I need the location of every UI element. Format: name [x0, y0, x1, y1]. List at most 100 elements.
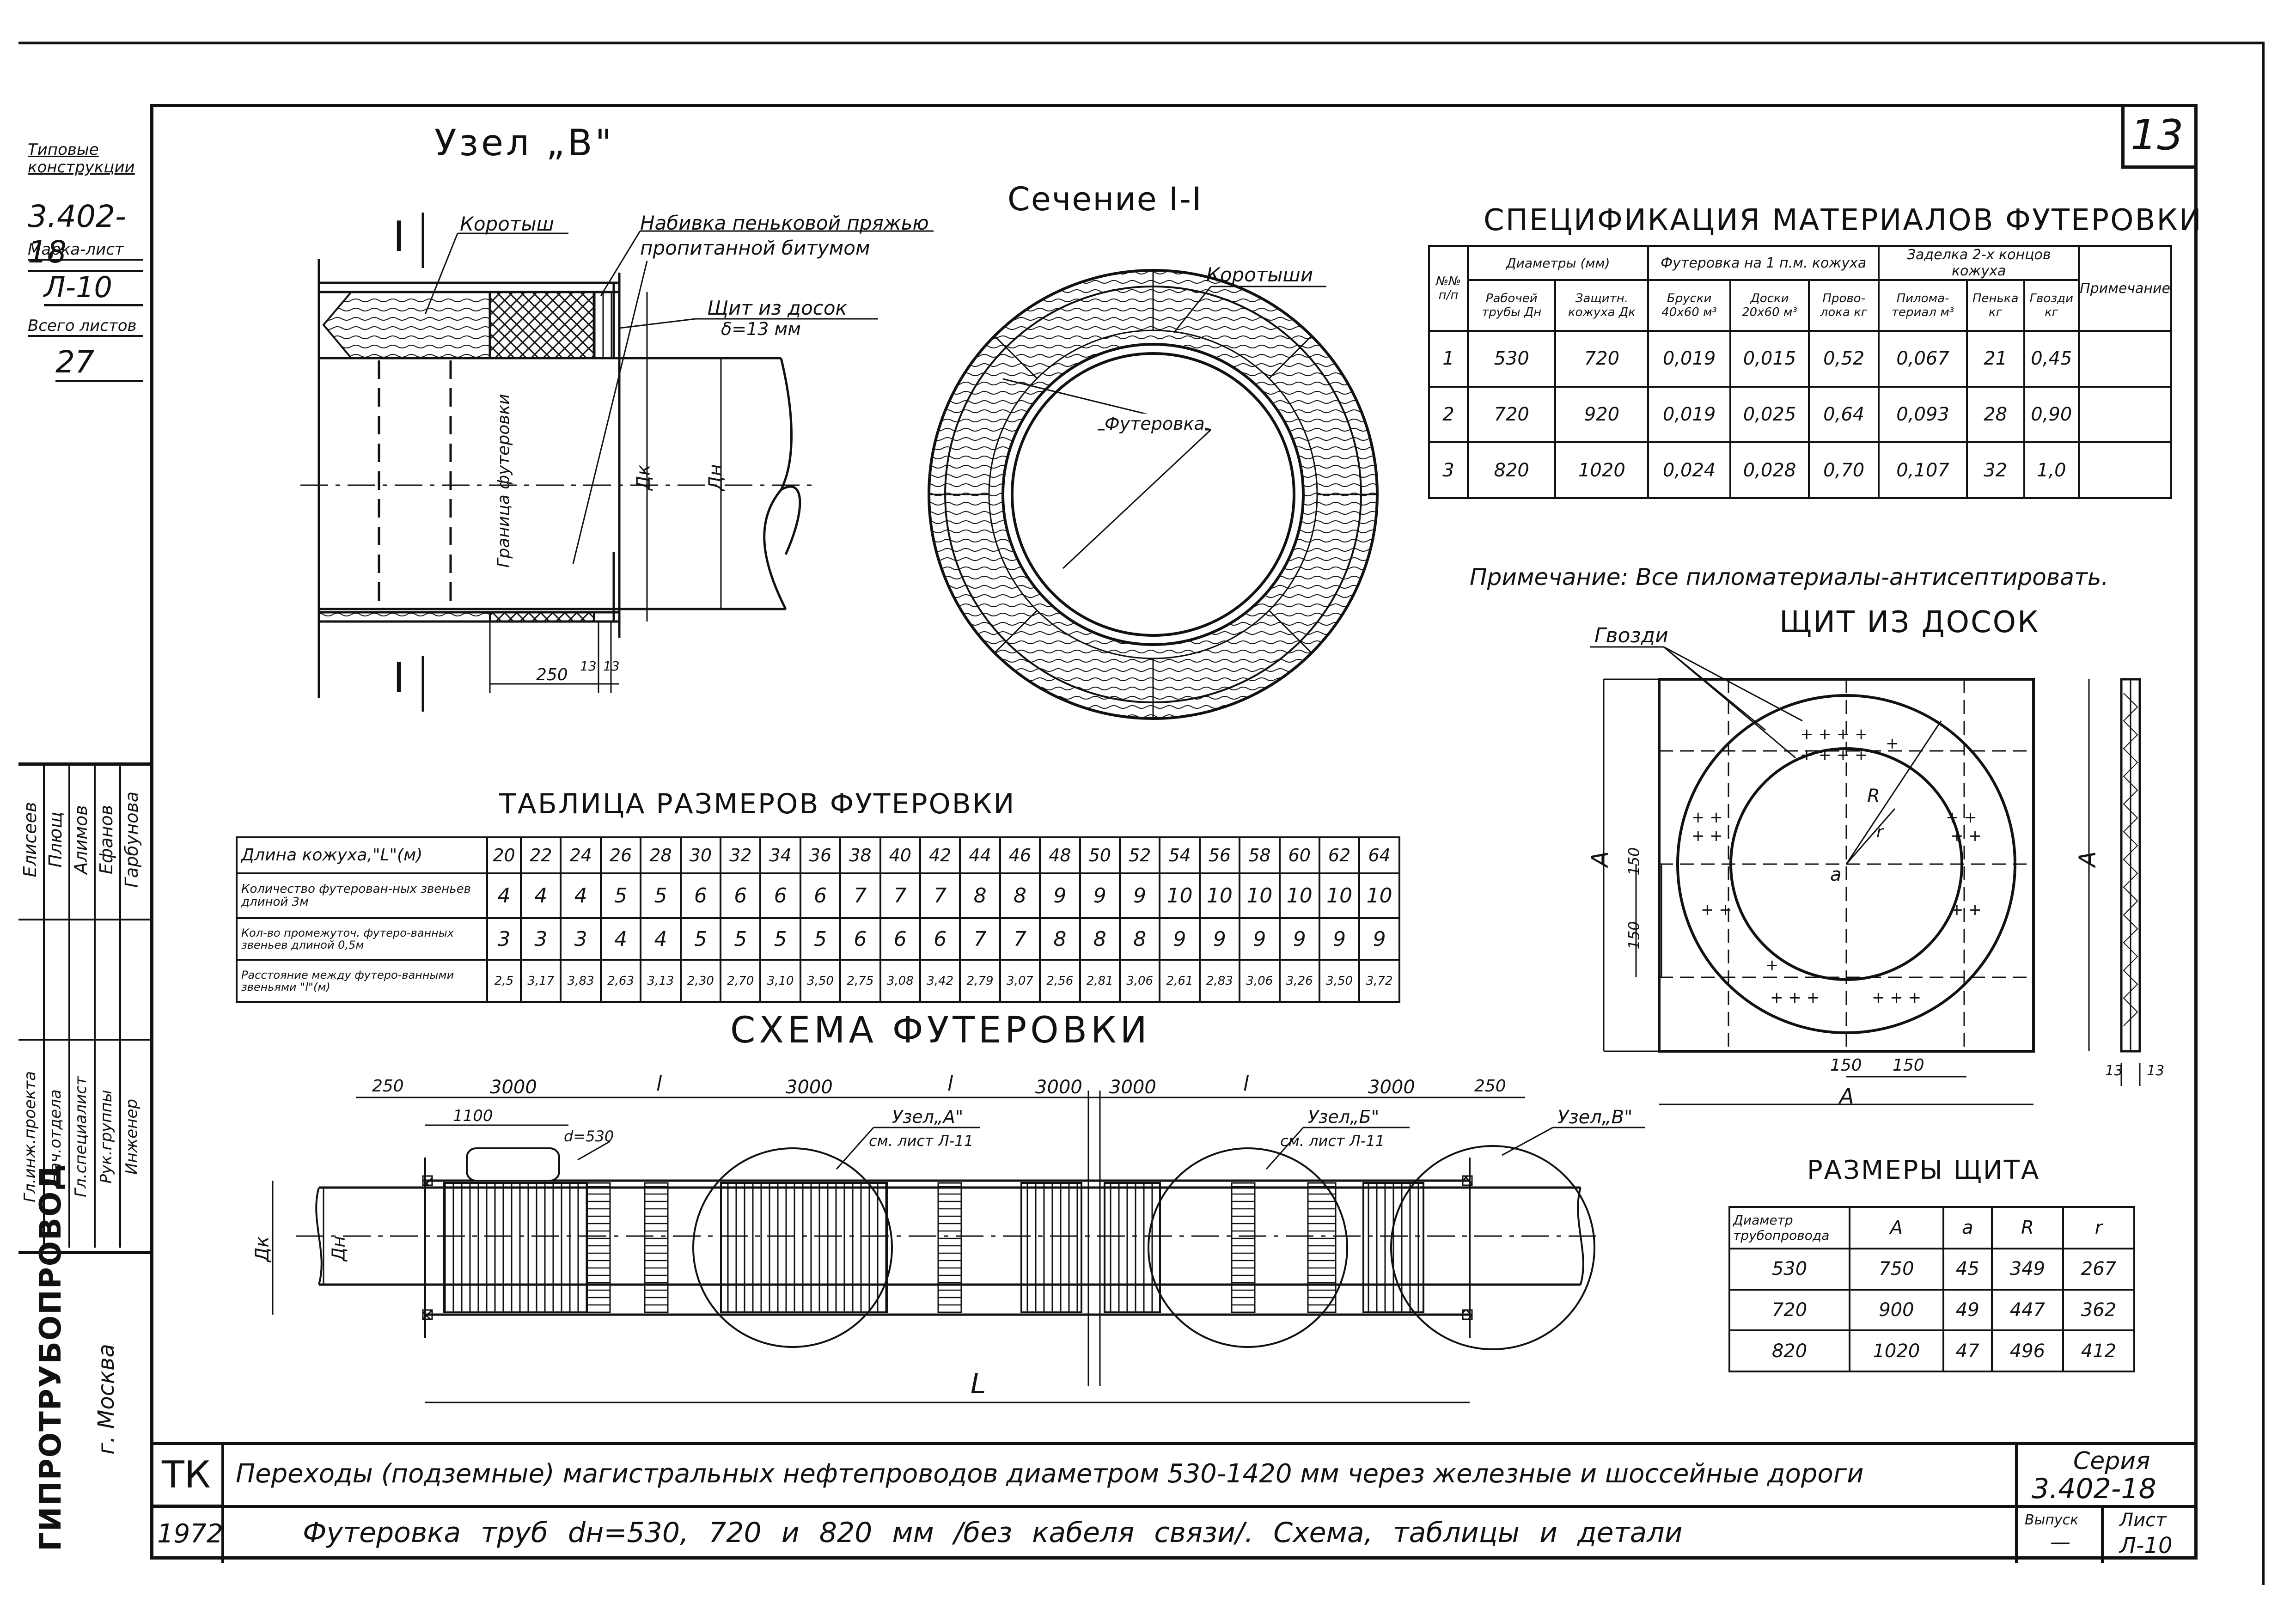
cell: 6: [839, 917, 881, 961]
svg-text:+ +: + +: [1691, 827, 1723, 845]
scheme-dim-dk: Дк: [251, 1236, 273, 1262]
ss-h-R: R: [1991, 1206, 2064, 1249]
cell: 32: [720, 836, 762, 874]
cell: 20: [486, 836, 522, 874]
stamp-mid-line: [150, 1505, 2198, 1508]
cell: 10: [1278, 872, 1320, 919]
cell: 2,61: [1159, 959, 1201, 1003]
scheme-dim-1100: 1100: [453, 1107, 493, 1125]
cell: 2,70: [720, 959, 762, 1003]
row-label: Количество футерован-ных звеньев длиной …: [236, 872, 488, 919]
ss-h-r: r: [2062, 1206, 2136, 1249]
cell: 5: [720, 917, 762, 961]
spec-h-bruski: Бруски 40х60 м³: [1647, 279, 1731, 332]
cell: 6: [879, 917, 922, 961]
cell: 2,75: [839, 959, 881, 1003]
cell: 0,028: [1729, 441, 1810, 499]
ss-h-A: А: [1849, 1206, 1944, 1249]
spec-h-diam: Диаметры (мм): [1466, 245, 1649, 281]
cell: 9: [1239, 917, 1281, 961]
cell: 7: [999, 917, 1041, 961]
cell: 412: [2062, 1329, 2136, 1372]
stamp-tk-cell: ТК: [150, 1445, 224, 1507]
spec-h-doski: Доски 20х60 м³: [1729, 279, 1810, 332]
cell: 10: [1239, 872, 1281, 919]
scheme-dim-l-3: l: [1243, 1072, 1249, 1096]
spec-h-provoloka: Прово-лока кг: [1808, 279, 1880, 332]
dim-13b: 13: [603, 658, 620, 674]
cell: 750: [1849, 1248, 1944, 1291]
total-value: 27: [55, 344, 143, 382]
ss-h-a: a: [1942, 1206, 1993, 1249]
stamp-series-cell: Серия 3.402-18 Выпуск — Лист Л-10: [2015, 1445, 2198, 1563]
svg-text:+: +: [1886, 734, 1899, 753]
type-label-2: конструкции: [28, 158, 135, 177]
cell: 6: [759, 872, 801, 919]
cell: 30: [679, 836, 722, 874]
cell: 7: [879, 872, 922, 919]
cell: 8: [1039, 917, 1081, 961]
scheme-node-v: Узел„В": [1557, 1107, 1633, 1128]
scheme-dim-3000-3: 3000: [1035, 1077, 1082, 1098]
cell: 0,067: [1878, 330, 1968, 388]
cell: 8: [959, 872, 1001, 919]
left-strip: Типовые конструкции 3.402-18 Марка-лист …: [18, 136, 150, 423]
cell: 42: [919, 836, 961, 874]
shield-dim-13-a: 13: [2105, 1063, 2123, 1079]
cell: 6: [720, 872, 762, 919]
series-code: 3.402-18: [28, 199, 143, 272]
cell: 2,79: [959, 959, 1001, 1003]
svg-text:+ +: + +: [1950, 827, 1982, 845]
cell: 6: [679, 872, 722, 919]
spec-note: Примечание: Все пиломатериалы-антисептир…: [1470, 564, 2109, 591]
scheme-dim-d530: d=530: [564, 1127, 614, 1145]
scheme-dim-250-right: 250: [1474, 1077, 1506, 1096]
stamp-issue: —: [2050, 1530, 2070, 1554]
table-row: Расстояние между футеро-ванными звеньями…: [236, 959, 1400, 1003]
cell: 10: [1198, 872, 1241, 919]
cell: 820: [1728, 1329, 1850, 1372]
cell: 2,81: [1079, 959, 1121, 1003]
cell: 4: [599, 917, 642, 961]
cell: 9: [1118, 872, 1161, 919]
table-row: Кол-во промежуточ. футеро-ванных звеньев…: [236, 917, 1400, 961]
spec-title: СПЕЦИФИКАЦИЯ МАТЕРИАЛОВ ФУТЕРОВКИ: [1484, 203, 2203, 238]
cell: [2078, 441, 2172, 499]
row-label: Расстояние между футеро-ванными звеньями…: [236, 959, 488, 1003]
cell: 3: [486, 917, 522, 961]
label-nabivka-1: Набивка пеньковой пряжью: [640, 212, 929, 234]
cell: 26: [599, 836, 642, 874]
scheme-dim-3000-2: 3000: [786, 1077, 833, 1098]
cell: 9: [1159, 917, 1201, 961]
cell: 362: [2062, 1288, 2136, 1332]
cell: 8: [1079, 917, 1121, 961]
cell: 21: [1966, 330, 2025, 388]
cell: 0,015: [1729, 330, 1810, 388]
outer-frame: [18, 42, 2265, 1585]
cell: 5: [599, 872, 642, 919]
cell: 0,90: [2023, 385, 2080, 444]
cell: 52: [1118, 836, 1161, 874]
spec-h-pilomat: Пилома-териал м³: [1878, 279, 1968, 332]
cell: 447: [1991, 1288, 2064, 1332]
cell: 28: [640, 836, 682, 874]
svg-text:+ +: + +: [1946, 808, 1977, 827]
row-label: Длина кожуха,"L"(м): [236, 836, 488, 874]
cell: 3: [1428, 441, 1469, 499]
cell: 6: [799, 872, 842, 919]
cell: 45: [1942, 1248, 1993, 1291]
stamp-title-2: Футеровка труб dн=530, 720 и 820 мм /без…: [303, 1517, 1683, 1549]
cell: 64: [1358, 836, 1400, 874]
scheme-title: СХЕМА ФУТЕРОВКИ: [730, 1010, 1151, 1051]
scheme-node-a-2: см. лист Л-11: [869, 1132, 974, 1150]
scheme-node-a-1: Узел„А": [892, 1107, 964, 1127]
scheme-dim-dn: Дн: [328, 1236, 349, 1261]
stamp-issue-label: Выпуск: [2025, 1512, 2079, 1528]
